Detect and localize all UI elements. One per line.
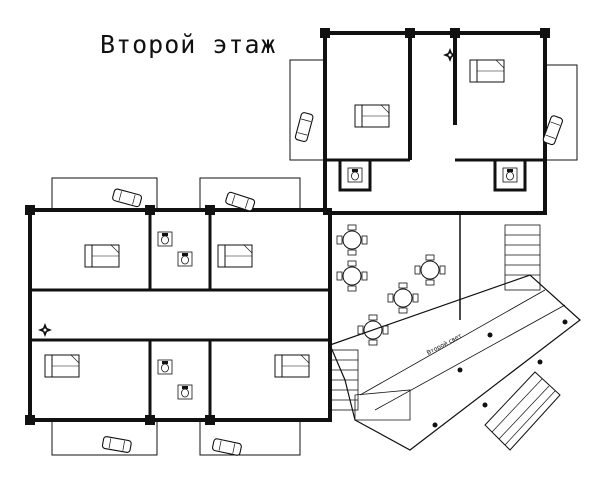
toilet-icon	[157, 231, 173, 247]
toilet-icon	[502, 167, 518, 183]
bed-icon	[354, 104, 390, 128]
sink-icon	[177, 384, 193, 400]
table-icon	[336, 260, 368, 292]
plant-icon	[38, 323, 52, 337]
west-wing	[25, 177, 332, 457]
porch: Второй свет	[329, 274, 581, 451]
toilet-icon	[347, 167, 363, 183]
bed-icon	[469, 59, 505, 83]
table-icon	[336, 224, 368, 256]
central-hall	[330, 211, 461, 346]
bed-icon	[217, 244, 253, 268]
north-wing	[289, 28, 578, 215]
bed-icon	[44, 354, 80, 378]
table-icon	[387, 282, 419, 314]
porch-label: Второй свет	[426, 332, 464, 357]
bed-icon	[274, 354, 310, 378]
stair-icon	[329, 224, 541, 421]
plan-title: Второй этаж	[100, 30, 277, 59]
toilet-icon	[157, 359, 173, 375]
chair-icon	[111, 187, 143, 208]
table-icon	[414, 254, 446, 286]
chair-icon	[294, 111, 315, 143]
chair-icon	[211, 437, 243, 457]
bed-icon	[84, 244, 120, 268]
chair-icon	[101, 435, 133, 454]
sink-icon	[177, 251, 193, 267]
